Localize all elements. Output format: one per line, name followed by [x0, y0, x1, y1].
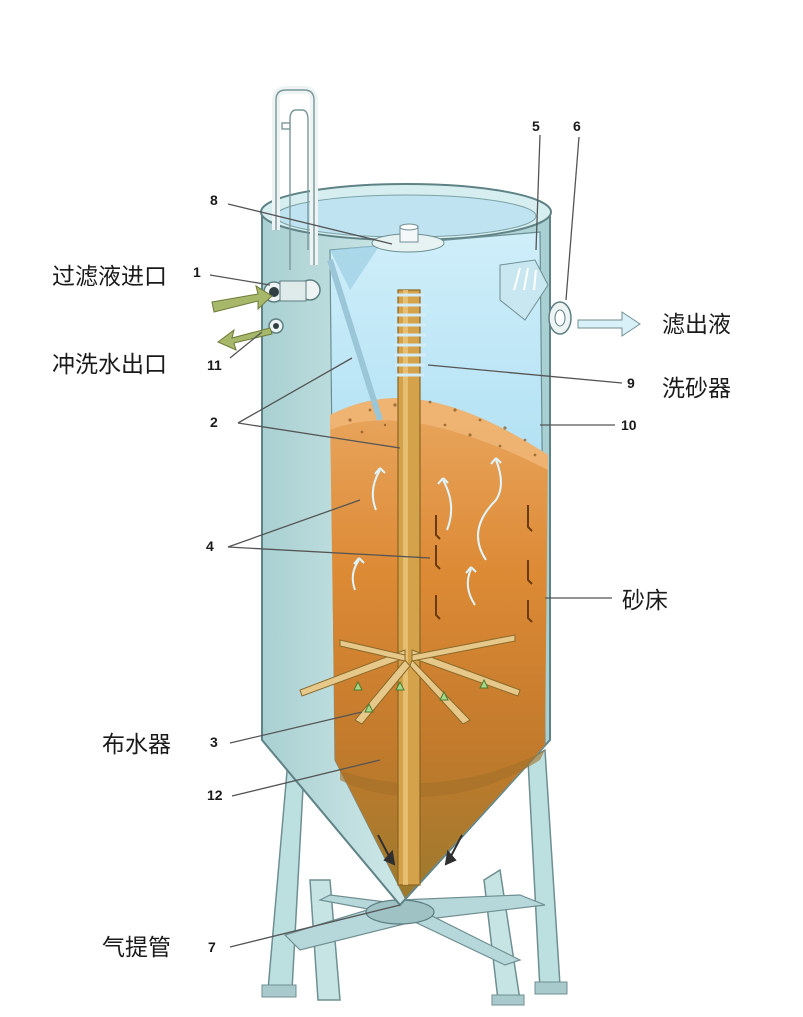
filtrate-outlet-fitting — [499, 259, 572, 335]
num-2: 2 — [210, 414, 218, 430]
label-sand-bed: 砂床 — [622, 588, 668, 614]
label-filtrate: 滤出液 — [662, 312, 731, 338]
external-riser — [272, 86, 318, 270]
water-distributor — [299, 634, 521, 725]
num-4: 4 — [206, 538, 214, 554]
inlet-arrow — [211, 284, 273, 313]
top-fitting — [371, 223, 445, 253]
airlift-pipe — [397, 289, 421, 886]
backwash-arrow — [217, 327, 273, 351]
num-9: 9 — [627, 375, 635, 391]
sand-washer — [394, 293, 426, 377]
num-3: 3 — [210, 734, 218, 750]
text-labels: 过滤液进口 冲洗水出口 滤出液 洗砂器 砂床 布水器 气提管 — [52, 264, 731, 961]
inlet-fitting — [263, 279, 321, 303]
tank-cutaway — [327, 231, 548, 900]
label-inlet: 过滤液进口 — [52, 264, 167, 290]
support-legs — [261, 748, 568, 1006]
label-distributor: 布水器 — [102, 732, 171, 758]
sand-texture — [348, 400, 537, 457]
num-8: 8 — [210, 192, 218, 208]
sand-down-arrows — [435, 505, 533, 623]
label-sand-washer: 洗砂器 — [662, 376, 731, 402]
num-10: 10 — [621, 417, 637, 433]
label-backwash-outlet: 冲洗水出口 — [52, 352, 167, 378]
upflow-arrows — [351, 457, 502, 606]
leader-lines — [209, 134, 623, 948]
num-11: 11 — [207, 357, 222, 373]
label-airlift: 气提管 — [102, 935, 171, 961]
num-1: 1 — [193, 264, 201, 280]
backwash-outlet-fitting — [268, 318, 284, 334]
filtrate-arrow — [577, 311, 641, 337]
num-5: 5 — [532, 118, 540, 134]
num-6: 6 — [573, 118, 581, 134]
number-labels: 8 1 11 2 4 3 12 7 5 6 9 10 — [193, 118, 637, 955]
num-7: 7 — [208, 939, 216, 955]
cone-arrows — [377, 834, 463, 866]
num-12: 12 — [207, 787, 223, 803]
